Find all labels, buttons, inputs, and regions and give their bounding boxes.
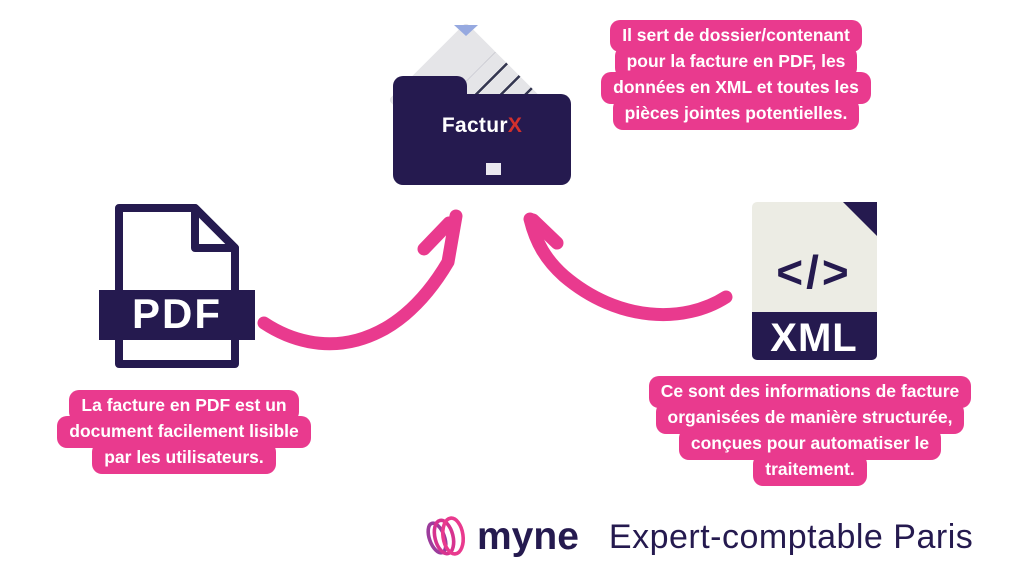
callout-line-text: pièces jointes potentielles. (612, 98, 860, 131)
xml-callout: Ce sont des informations de facture orga… (630, 376, 990, 487)
xml-arrowhead-barb-icon (526, 213, 564, 250)
pdf-callout: La facture en PDF est un document facile… (36, 390, 332, 475)
xml-folded-corner-icon (843, 202, 877, 236)
facturx-callout: Il sert de dossier/contenant pour la fac… (588, 20, 884, 131)
folder-square-dot-icon (486, 163, 501, 175)
facturx-label-x: X (507, 114, 523, 137)
xml-label: XML (770, 316, 857, 360)
facturx-folder-icon: FacturX (393, 94, 571, 185)
pdf-label: PDF (132, 290, 222, 337)
callout-line: par les utilisateurs. (36, 442, 332, 475)
pdf-arrowhead-barb-icon (417, 216, 456, 256)
footer-brand: myne Expert-comptable Paris (424, 510, 973, 564)
pdf-banner (99, 290, 255, 340)
xml-file-icon: </> XML (752, 202, 877, 360)
myne-logo-icon (426, 516, 466, 556)
pdf-file-icon: PDF (99, 204, 255, 368)
callout-line: pièces jointes potentielles. (588, 98, 884, 131)
pdf-folded-corner-icon (191, 204, 239, 252)
xml-banner-top (752, 312, 877, 332)
paper-notch-triangle-icon (454, 25, 478, 36)
xml-to-facturx-arrow-icon (523, 212, 733, 322)
facturx-label-main: Factur (441, 114, 508, 137)
facturx-label: FacturX (393, 114, 571, 138)
logo-loop-2 (432, 518, 456, 556)
brand-tagline: Expert-comptable Paris (608, 517, 974, 556)
logo-loop-3 (440, 516, 466, 556)
callout-line: traitement. (630, 454, 990, 487)
callout-line-text: traitement. (753, 454, 867, 487)
brand-name: myne (477, 515, 579, 558)
code-brackets-icon: </> (776, 246, 852, 298)
callout-line-text: par les utilisateurs. (92, 442, 276, 475)
pdf-to-facturx-arrow-icon (257, 209, 463, 351)
